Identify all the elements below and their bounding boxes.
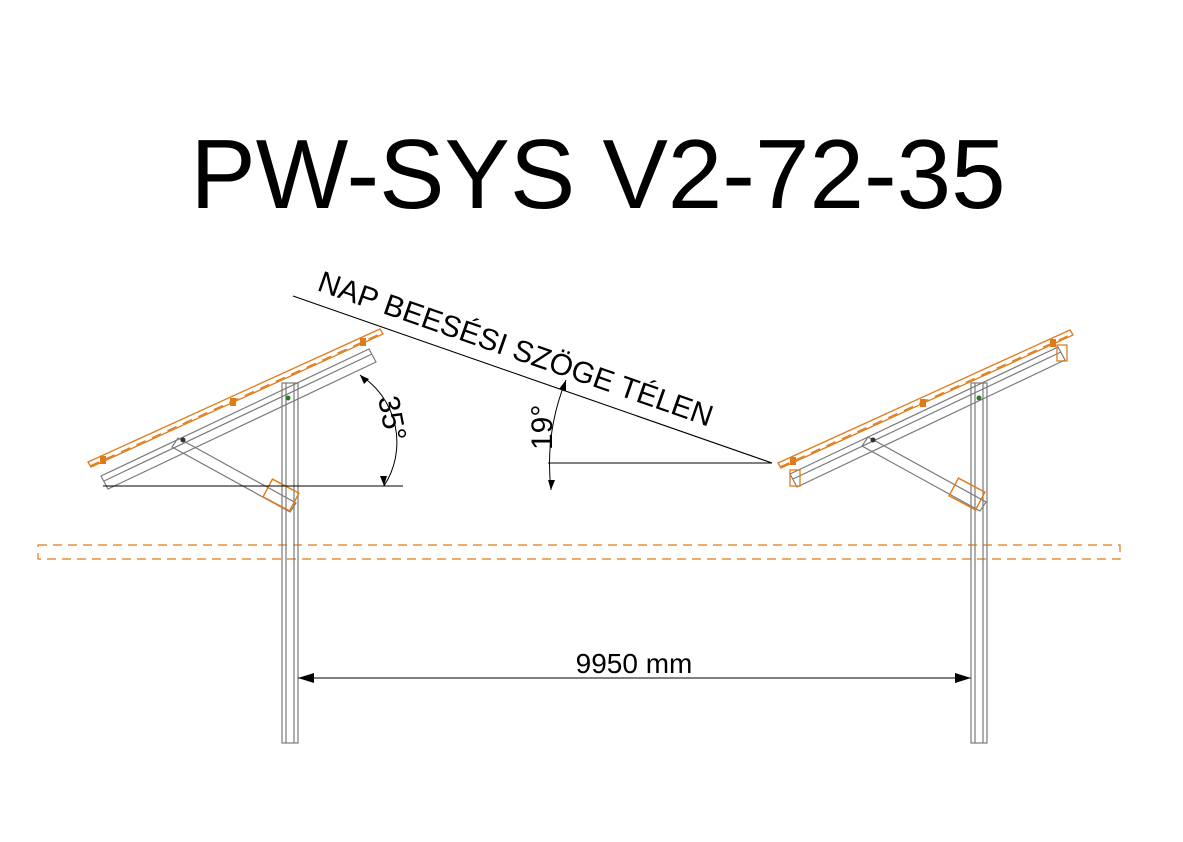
sun-angle-value: 19° [526, 405, 559, 450]
left-strut-bolt [180, 437, 186, 443]
right-rail [789, 346, 1066, 488]
ground-line [37, 544, 1121, 560]
drawing-title: PW-SYS V2-72-35 [190, 119, 1005, 229]
sun-incidence-line [292, 295, 773, 464]
left-rail [100, 348, 377, 490]
left-post-bolt [285, 395, 291, 401]
tilt-angle-arc [359, 374, 398, 487]
right-panel-clamps [790, 339, 1056, 465]
tilt-angle-label: 35° [371, 393, 412, 444]
right-post-bolt [976, 395, 982, 401]
tilt-arc-arrow-bottom [380, 476, 387, 486]
right-post [970, 382, 988, 744]
right-strut [861, 436, 987, 512]
left-panel-clamps [100, 338, 366, 464]
left-strut [171, 437, 297, 513]
right-strut-bolt [870, 437, 876, 443]
right-rail-end-caps [789, 344, 1068, 487]
sun-arc-arrow-bottom [548, 480, 555, 490]
sun-arc-arrow-top [559, 380, 566, 391]
right-strut-brackets [948, 477, 986, 511]
left-mount-structure: 35° [87, 328, 412, 744]
row-distance-label: 9950 mm [576, 648, 693, 679]
row-distance-dimension [298, 673, 971, 683]
left-post [281, 382, 299, 744]
right-mount-structure [777, 329, 1074, 744]
tilt-arc-arrow-top [360, 375, 369, 384]
